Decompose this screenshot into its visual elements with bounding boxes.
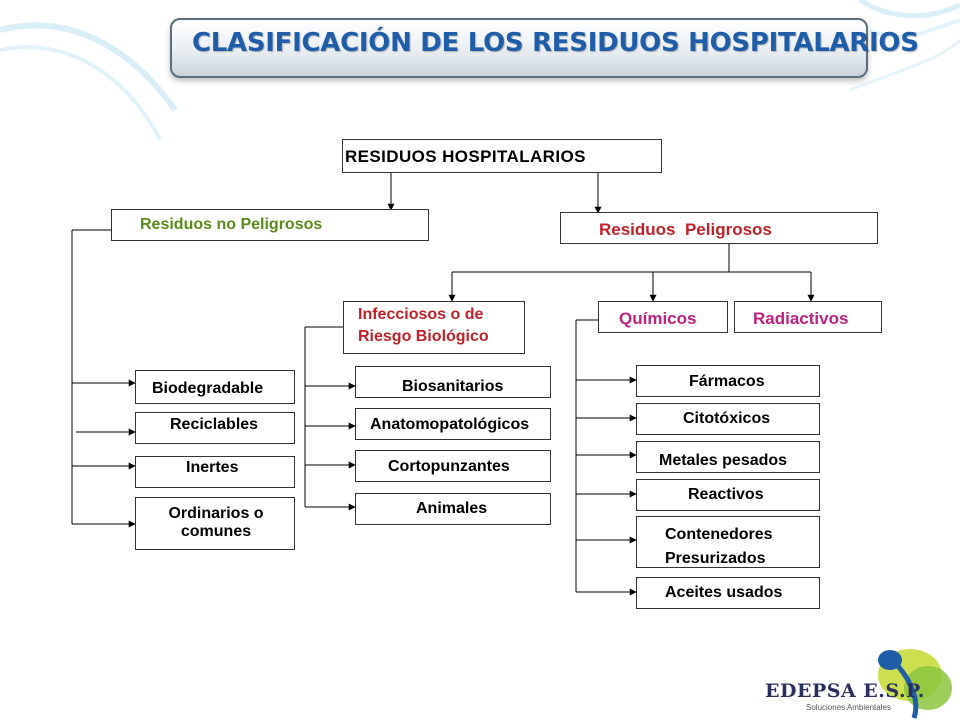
- item-label: Reactivos: [688, 486, 764, 503]
- root-label: RESIDUOS HOSPITALARIOS: [345, 147, 586, 166]
- list-item-inertes: Inertes: [135, 456, 295, 488]
- root-node: RESIDUOS HOSPITALARIOS: [342, 139, 662, 173]
- edepsa-logo-icon: [878, 649, 952, 719]
- item-label: Cortopunzantes: [388, 458, 510, 475]
- item-label: Animales: [416, 500, 488, 517]
- list-item-metales-pesados: Metales pesados: [636, 441, 820, 473]
- item-label: Inertes: [186, 459, 239, 476]
- no-peligrosos-label: Residuos no Peligrosos: [140, 216, 323, 233]
- item-label: Metales pesados: [659, 452, 788, 469]
- item-label: Anatomopatológicos: [370, 416, 530, 433]
- item-label: Reciclables: [170, 416, 259, 433]
- item-label: Biodegradable: [152, 380, 264, 397]
- list-item-anatomopatologicos: Anatomopatológicos: [355, 408, 551, 440]
- item-label: Fármacos: [689, 373, 765, 390]
- quimicos-node: Químicos: [598, 301, 728, 333]
- title-banner: CLASIFICACIÓN DE LOS RESIDUOS HOSPITALAR…: [170, 18, 919, 78]
- list-item-reciclables: Reciclables: [135, 412, 295, 444]
- radiactivos-label: Radiactivos: [753, 309, 849, 328]
- list-item-citotoxicos: Citotóxicos: [636, 403, 820, 435]
- item-label: Aceites usados: [665, 584, 783, 601]
- item-label: Ordinarios o comunes: [168, 505, 264, 540]
- infecciosos-node: Infecciosos o de Riesgo Biológico: [343, 301, 525, 354]
- item-label: Citotóxicos: [683, 410, 771, 427]
- quimicos-label: Químicos: [619, 309, 697, 328]
- no-peligrosos-node: Residuos no Peligrosos: [111, 209, 429, 241]
- logo-tagline: Soluciones Ambientales: [806, 703, 891, 712]
- list-item-animales: Animales: [355, 493, 551, 525]
- item-label: Biosanitarios: [402, 378, 504, 395]
- list-item-ordinarios: Ordinarios o comunes: [135, 497, 295, 550]
- list-item-reactivos: Reactivos: [636, 479, 820, 511]
- logo-name: EDEPSA E.S.P.: [765, 680, 925, 702]
- list-item-aceites-usados: Aceites usados: [636, 577, 820, 609]
- peligrosos-node: Residuos Peligrosos: [560, 212, 878, 244]
- peligrosos-label: Residuos Peligrosos: [599, 220, 772, 239]
- list-item-contenedores: Contenedores Presurizados: [636, 516, 820, 568]
- list-item-cortopunzantes: Cortopunzantes: [355, 450, 551, 482]
- list-item-biodegradable: Biodegradable: [135, 370, 295, 404]
- list-item-farmacos: Fármacos: [636, 365, 820, 397]
- slide-title: CLASIFICACIÓN DE LOS RESIDUOS HOSPITALAR…: [192, 28, 919, 58]
- list-item-biosanitarios: Biosanitarios: [355, 366, 551, 398]
- infecciosos-label-line1: Infecciosos o de: [358, 306, 484, 323]
- item-label: Contenedores Presurizados: [665, 526, 773, 567]
- infecciosos-label-line2: Riesgo Biológico: [358, 328, 489, 345]
- radiactivos-node: Radiactivos: [734, 301, 882, 333]
